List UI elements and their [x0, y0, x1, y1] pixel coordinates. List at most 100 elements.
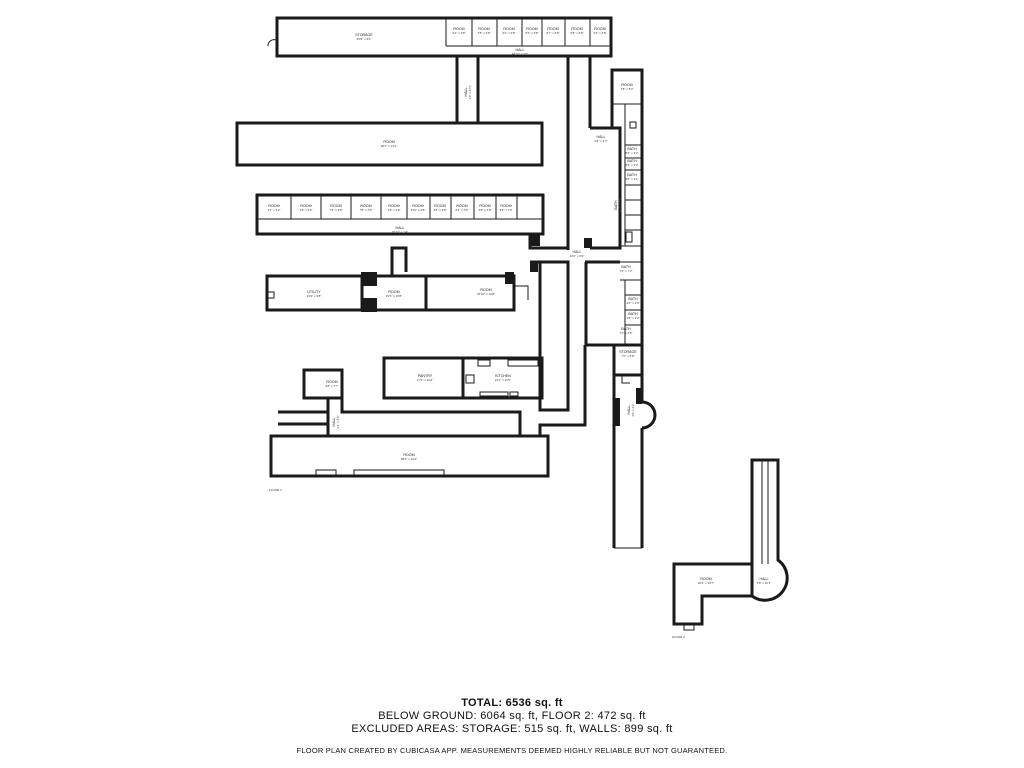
room-name: ROOM	[478, 27, 489, 31]
room-dimensions: 5'8" x 6'8"	[570, 31, 583, 35]
room-name: ROOM	[456, 204, 467, 208]
room-name: ROOM	[268, 204, 279, 208]
room-dimensions: 8'6" x 7'7"	[325, 384, 338, 388]
room-dimensions: 60'8" x 9'6"	[357, 37, 372, 41]
room-dimensions: 3'4" x 6'0"	[336, 415, 340, 428]
room-name: STORAGE	[355, 33, 373, 37]
room-dimensions: 4'6" x 6'2"	[631, 403, 635, 416]
room-dimensions: 7'0" x 4'6"	[619, 331, 632, 335]
room-name: ROOM	[388, 290, 399, 294]
floor-2-label: FLOOR 2	[672, 635, 685, 639]
room-name: ROOM	[503, 27, 514, 31]
room-name: BATH	[621, 327, 631, 331]
area-breakdown: BELOW GROUND: 6064 sq. ft, FLOOR 2: 472 …	[378, 710, 646, 722]
room-name: HALL	[760, 577, 769, 581]
room-dimensions: 20'4" x 15'7"	[698, 581, 714, 585]
room-name: PANTRY	[418, 374, 433, 378]
utility-row	[265, 246, 529, 312]
room-dimensions: 21'4" x 9'2"	[618, 198, 622, 213]
storage-wing	[267, 16, 613, 58]
south-corridor	[612, 343, 657, 549]
room-dimensions: 6'10" x 6'8"	[411, 208, 426, 212]
room-dimensions: 5'4" x 6'8"	[525, 31, 538, 35]
room-name: HALL	[627, 406, 631, 415]
room-dimensions: 26'10" x 10'8"	[477, 292, 495, 296]
room-dimensions: 5'6" x 4'2"	[625, 163, 638, 167]
room-name: HALL	[464, 88, 468, 97]
floor-2	[672, 458, 789, 631]
room-dimensions: 15'6" x 10'8"	[386, 294, 402, 298]
room-name: HALL	[597, 135, 606, 139]
room-name: HALL	[516, 48, 525, 52]
room-dimensions: 22'0" x 5'0"	[570, 254, 585, 258]
room-dimensions: 5'8" x 6'8"	[478, 208, 491, 212]
room-name: ROOM	[594, 27, 605, 31]
room-dimensions: 6'4" x 6'8"	[502, 31, 515, 35]
room-dimensions: 68'6" x 10'4"	[401, 457, 417, 461]
room-name: BATH	[627, 147, 637, 151]
room-name: BATH	[627, 159, 637, 163]
room-name: BATH	[614, 200, 618, 210]
excluded-areas: EXCLUDED AREAS: STORAGE: 515 sq. ft, WAL…	[351, 723, 673, 735]
right-wing	[584, 68, 644, 347]
room-name: ROOM	[500, 204, 511, 208]
room-name: ROOM	[547, 27, 558, 31]
room-name: STORAGE	[619, 350, 637, 354]
room-dimensions: 7'8" x 6'8"	[387, 208, 400, 212]
room-dimensions: 4'6" x 3'0"	[626, 301, 639, 305]
room-name: ROOM	[526, 27, 537, 31]
room-name: ROOM	[300, 204, 311, 208]
room-dimensions: 76'10" x 1'4"	[392, 230, 408, 234]
floor-1-label: FLOOR 1	[269, 488, 282, 492]
room-name: HALL	[573, 250, 582, 254]
room-dimensions: 23'2" x 9'8"	[307, 294, 322, 298]
room-name: ROOM	[453, 27, 464, 31]
room-name: BATH	[621, 265, 631, 269]
room-dimensions: 5'8" x 7'0"	[499, 208, 512, 212]
room-dimensions: 7'4" x 6'8"	[329, 208, 342, 212]
room-dimensions: 7'8" x 6'6"	[299, 208, 312, 212]
room-name: ROOM	[388, 204, 399, 208]
central-hall	[528, 126, 622, 412]
room-dimensions: 5'7" x 6'8"	[546, 31, 559, 35]
room-name: ROOM	[571, 27, 582, 31]
room-name: ROOM	[434, 204, 445, 208]
room-dimensions: 5'6" x 3'2"	[625, 151, 638, 155]
room-name: ROOM	[479, 204, 490, 208]
room-dimensions: 7'8" x 6'8"	[477, 31, 490, 35]
room-name: ROOM	[621, 83, 632, 87]
